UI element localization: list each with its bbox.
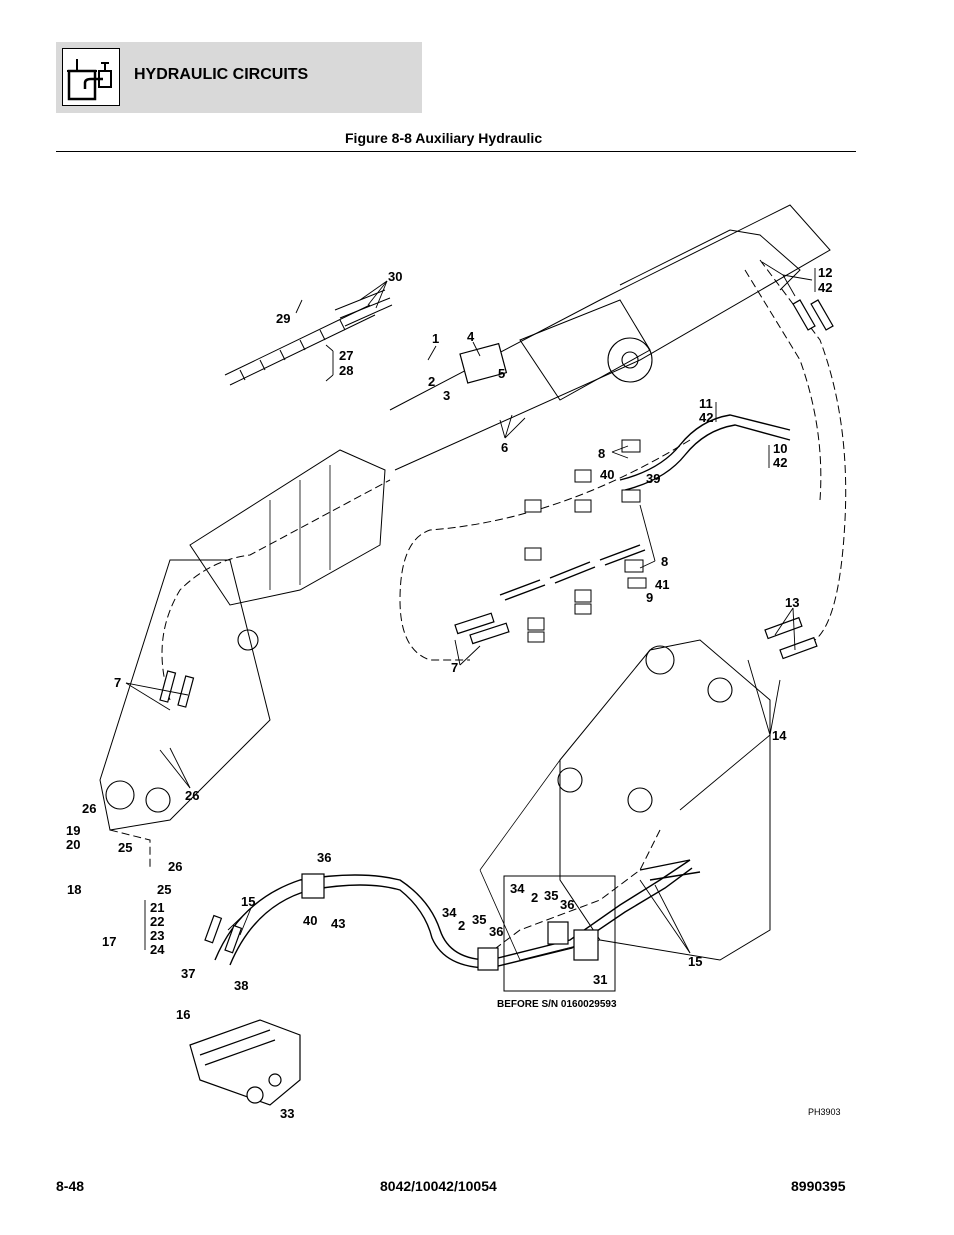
svg-text:22: 22	[150, 914, 164, 929]
svg-text:30: 30	[388, 269, 402, 284]
svg-text:9: 9	[646, 590, 653, 605]
svg-text:42: 42	[773, 455, 787, 470]
svg-text:11: 11	[699, 396, 713, 411]
svg-text:39: 39	[646, 471, 660, 486]
svg-text:2: 2	[428, 374, 435, 389]
svg-text:36: 36	[317, 850, 331, 865]
svg-text:40: 40	[303, 913, 317, 928]
svg-text:10: 10	[773, 441, 787, 456]
svg-text:19: 19	[66, 823, 80, 838]
section-title: HYDRAULIC CIRCUITS	[134, 66, 309, 83]
figure-title: Figure 8-8 Auxiliary Hydraulic	[345, 130, 543, 146]
svg-text:26: 26	[185, 788, 199, 803]
svg-text:36: 36	[560, 897, 574, 912]
svg-text:36: 36	[489, 924, 503, 939]
svg-text:31: 31	[593, 972, 607, 987]
svg-text:1: 1	[432, 331, 439, 346]
svg-text:35: 35	[544, 888, 558, 903]
model-numbers: 8042/10042/10054	[380, 1178, 497, 1194]
svg-text:37: 37	[181, 966, 195, 981]
svg-text:12: 12	[818, 265, 832, 280]
svg-text:42: 42	[818, 280, 832, 295]
svg-text:8: 8	[661, 554, 668, 569]
hydraulic-reservoir-icon	[62, 48, 120, 106]
svg-text:7: 7	[451, 660, 458, 675]
svg-text:34: 34	[510, 881, 525, 896]
svg-text:29: 29	[276, 311, 290, 326]
svg-text:4: 4	[467, 329, 475, 344]
svg-text:34: 34	[442, 905, 457, 920]
svg-text:25: 25	[157, 882, 171, 897]
svg-text:38: 38	[234, 978, 248, 993]
svg-text:43: 43	[331, 916, 345, 931]
svg-text:42: 42	[699, 410, 713, 425]
svg-text:26: 26	[168, 859, 182, 874]
manual-number: 8990395	[791, 1178, 846, 1194]
svg-text:14: 14	[772, 728, 787, 743]
svg-text:41: 41	[655, 577, 669, 592]
svg-text:2: 2	[531, 890, 538, 905]
drawing-code: PH3903	[808, 1107, 841, 1117]
svg-text:15: 15	[688, 954, 702, 969]
svg-text:3: 3	[443, 388, 450, 403]
svg-text:18: 18	[67, 882, 81, 897]
svg-text:16: 16	[176, 1007, 190, 1022]
page-number: 8-48	[56, 1178, 85, 1194]
svg-text:26: 26	[82, 801, 96, 816]
svg-text:40: 40	[600, 467, 614, 482]
svg-text:24: 24	[150, 942, 165, 957]
svg-text:21: 21	[150, 900, 164, 915]
svg-text:23: 23	[150, 928, 164, 943]
svg-text:17: 17	[102, 934, 116, 949]
svg-text:28: 28	[339, 363, 353, 378]
svg-text:15: 15	[241, 894, 255, 909]
svg-text:7: 7	[114, 675, 121, 690]
svg-text:2: 2	[458, 918, 465, 933]
svg-text:27: 27	[339, 348, 353, 363]
svg-text:20: 20	[66, 837, 80, 852]
inset-caption: BEFORE S/N 0160029593	[497, 999, 617, 1010]
svg-text:6: 6	[501, 440, 508, 455]
svg-text:25: 25	[118, 840, 132, 855]
svg-text:13: 13	[785, 595, 799, 610]
svg-text:33: 33	[280, 1106, 294, 1121]
svg-text:5: 5	[498, 366, 505, 381]
header-divider	[56, 151, 856, 152]
svg-text:8: 8	[598, 446, 605, 461]
svg-text:35: 35	[472, 912, 486, 927]
